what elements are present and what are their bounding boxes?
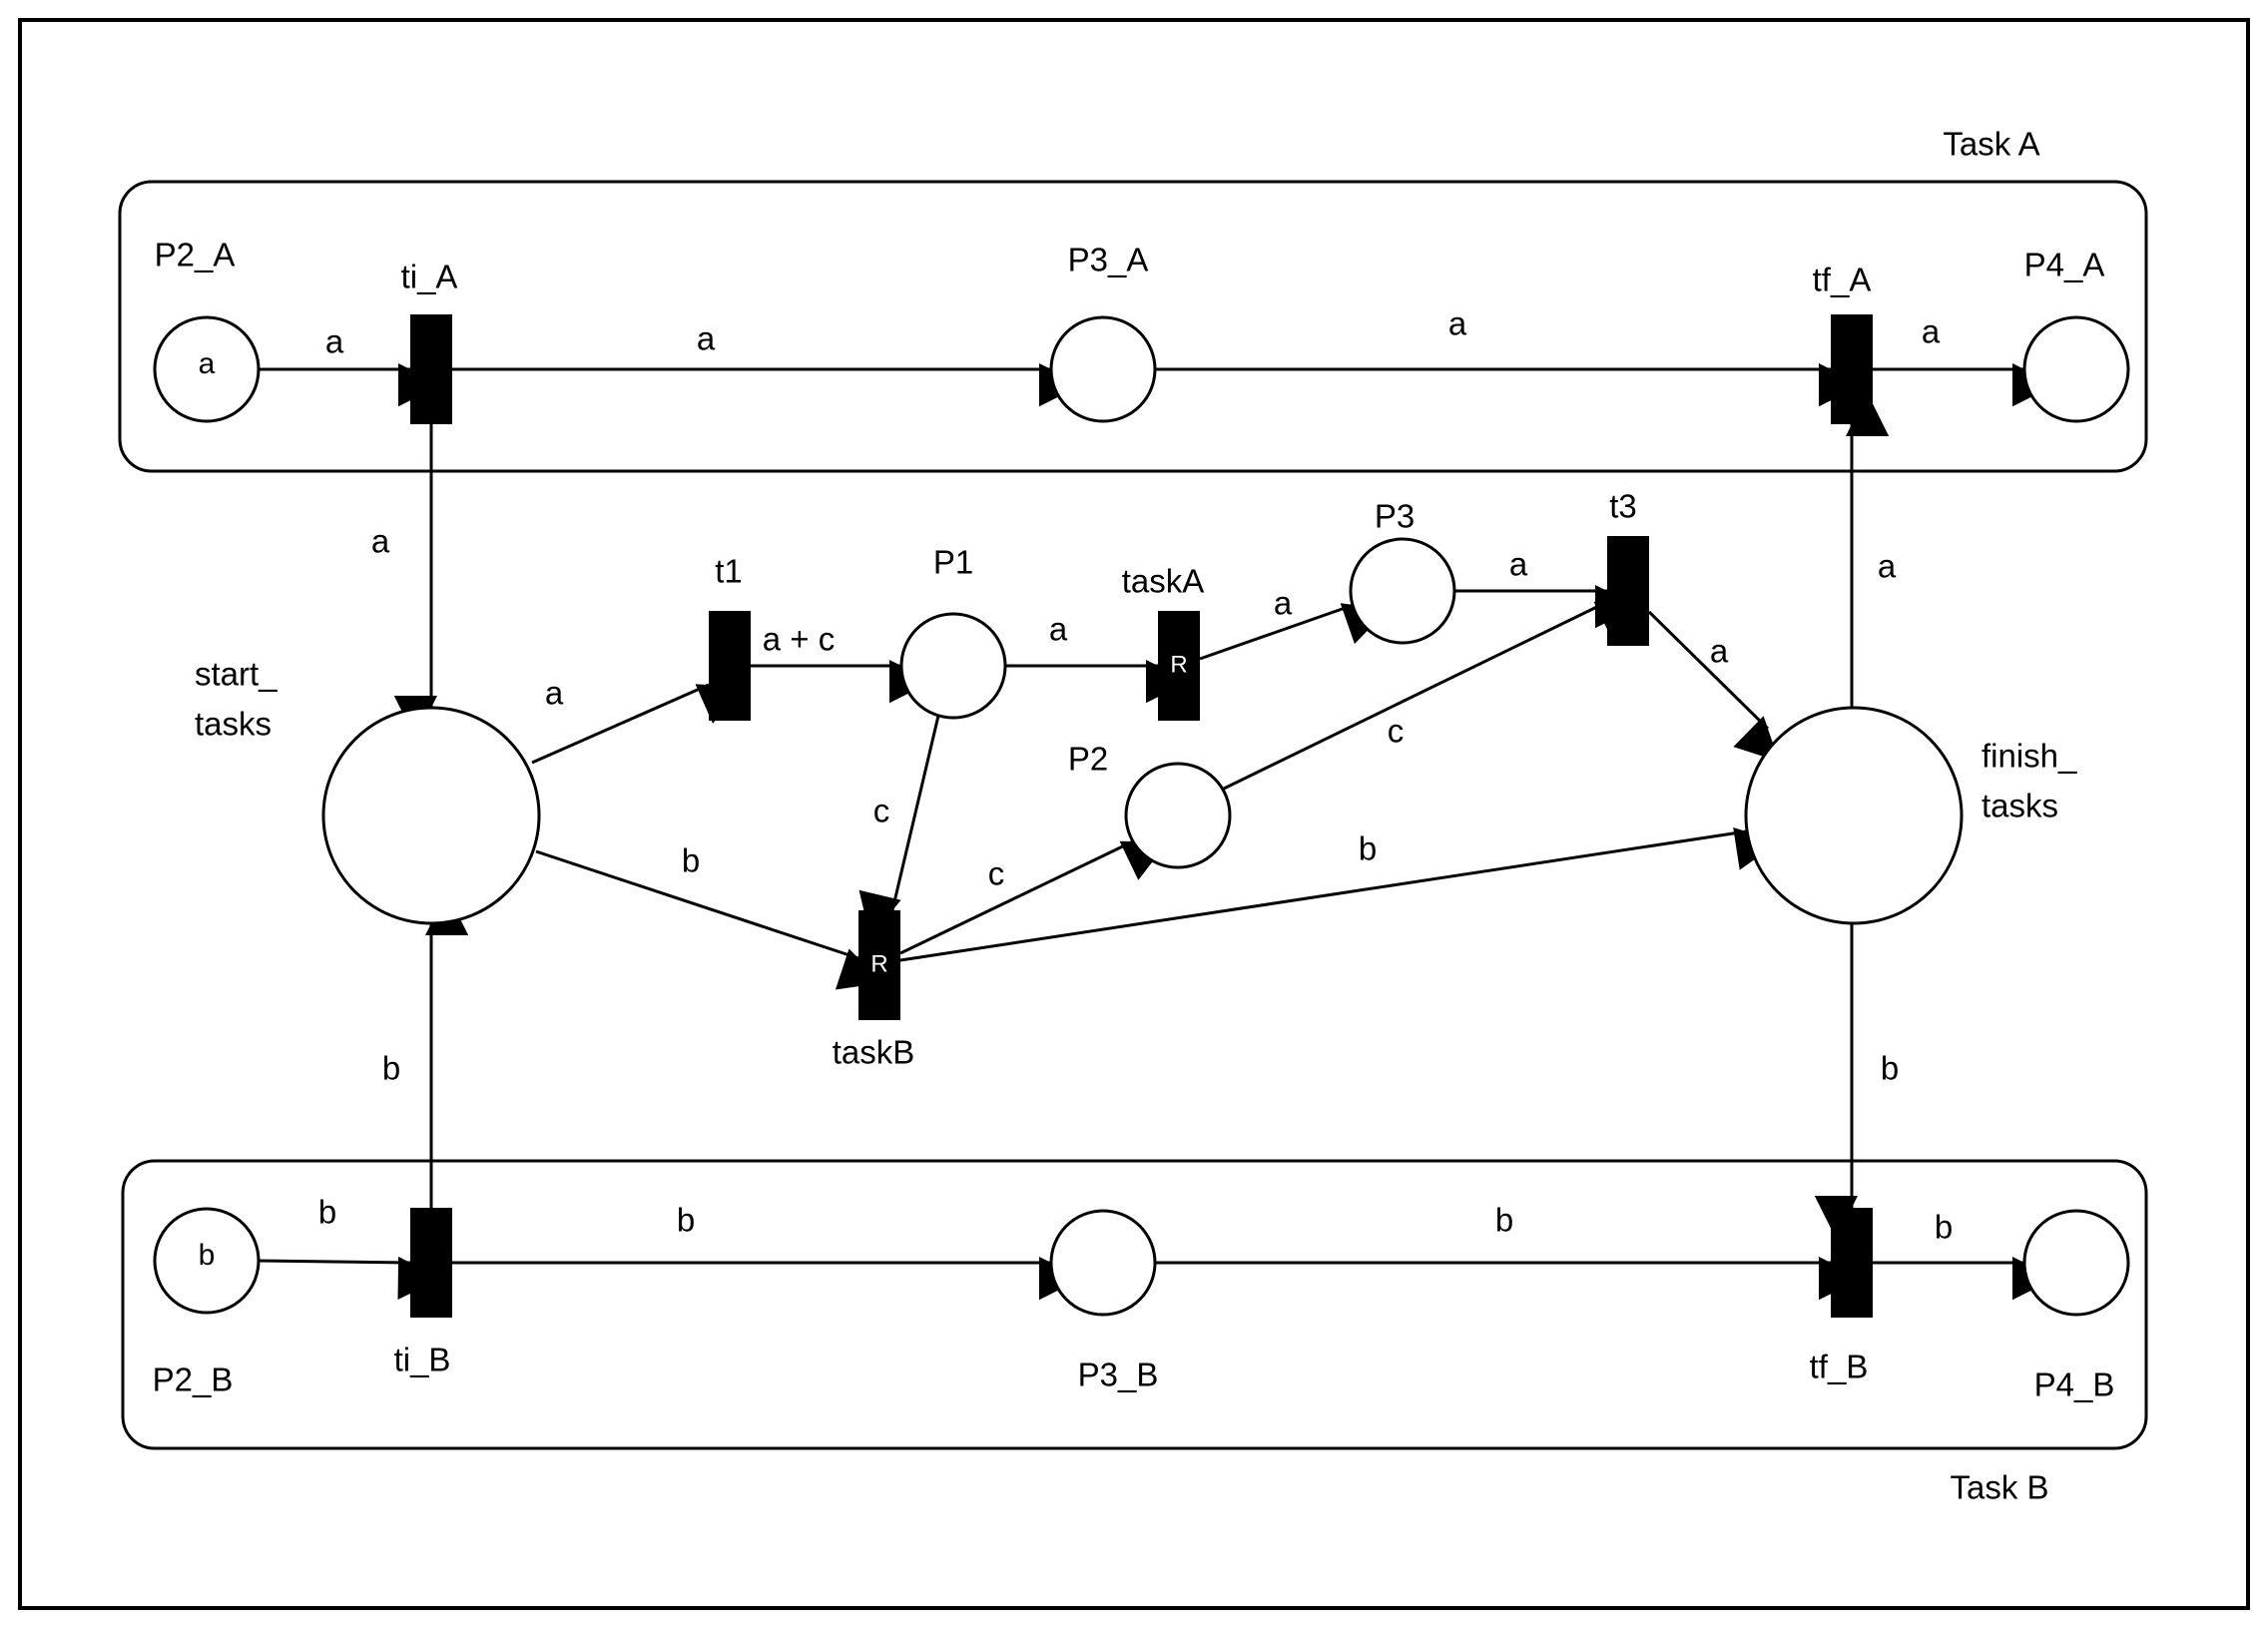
place-label-P3_B: P3_B: [1078, 1357, 1159, 1393]
arc-label-finish-to-tf_B: b: [1881, 1050, 1899, 1087]
place-P2_A: [153, 315, 261, 423]
arc-P2_B-to-ti_B: [258, 1256, 441, 1301]
transition-t1: [709, 611, 751, 721]
arc-label-ti_A-to-P3_A: a: [697, 320, 716, 357]
arc-label-tf_A-to-P4_A: a: [1922, 313, 1941, 350]
place-P2_B: [153, 1207, 261, 1315]
transition-ti_B: [410, 1208, 452, 1318]
arc-label-finish-to-tf_A: a: [1878, 548, 1897, 585]
place-token-P2_A: a: [199, 347, 216, 380]
transition-tf_B: [1831, 1208, 1873, 1318]
arc-P2-to-t3: [1223, 600, 1642, 791]
transition-taskA: [1158, 611, 1200, 721]
transition-label-t1: t1: [715, 553, 743, 590]
group-label-taskA: Task A: [1943, 126, 2039, 163]
place-label-start-line-1: start_: [195, 656, 278, 693]
place-P4_A: [2022, 315, 2130, 423]
place-label-P3_A: P3_A: [1068, 242, 1149, 278]
place-finish: [1744, 706, 1964, 925]
place-label-P2_A: P2_A: [155, 237, 236, 273]
arc-label-t1-to-P1: a + c: [763, 621, 835, 658]
arc-label-ti_A-to-start: a: [371, 523, 390, 560]
transition-resource-taskA: R: [1170, 651, 1187, 678]
place-label-P4_B: P4_B: [2034, 1366, 2115, 1403]
group-box-taskB: [121, 1159, 2148, 1450]
place-P1: [899, 612, 1007, 720]
arc-taskA-to-P3: [1199, 603, 1389, 661]
arc-label-P3_B-to-tf_B: b: [1495, 1202, 1513, 1239]
arc-label-P2_A-to-ti_A: a: [325, 323, 344, 360]
place-label-finish-line-2: tasks: [1982, 788, 2058, 824]
arc-label-P2_B-to-ti_B: b: [318, 1194, 336, 1231]
place-label-P2_B: P2_B: [153, 1362, 234, 1398]
transition-label-tf_A: tf_A: [1813, 262, 1872, 298]
place-label-P2: P2: [1068, 741, 1108, 778]
place-label-P1: P1: [933, 544, 973, 581]
place-label-start-line-2: tasks: [195, 706, 272, 743]
transition-taskB: [858, 910, 900, 1020]
group-box-taskA: [118, 180, 2148, 473]
arc-label-taskB-to-P2: c: [988, 855, 1005, 892]
transition-label-taskB: taskB: [833, 1034, 915, 1071]
transition-resource-taskB: R: [870, 950, 887, 977]
transition-tf_A: [1831, 314, 1873, 424]
place-P2: [1124, 762, 1232, 869]
place-start: [321, 706, 541, 925]
transition-label-tf_B: tf_B: [1810, 1349, 1869, 1385]
transition-label-ti_B: ti_B: [394, 1342, 451, 1378]
arc-label-taskB-to-finish: b: [1359, 830, 1377, 867]
arc-label-ti_B-to-P3_B: b: [677, 1202, 695, 1239]
group-label-taskB: Task B: [1950, 1469, 2048, 1506]
transition-ti_A: [410, 314, 452, 424]
arc-label-t3-to-finish: a: [1710, 633, 1729, 670]
place-P3: [1349, 537, 1456, 645]
arc-start-to-taskB: [535, 849, 883, 990]
arc-label-start-to-t1: a: [545, 675, 564, 712]
transition-t3: [1607, 536, 1649, 646]
place-P3_B: [1049, 1209, 1157, 1317]
place-label-P4_A: P4_A: [2024, 247, 2105, 283]
arc-label-taskA-to-P3: a: [1274, 585, 1293, 622]
place-P4_B: [2022, 1209, 2130, 1317]
arc-label-P1-to-taskA: a: [1049, 611, 1068, 648]
place-token-P2_B: b: [199, 1239, 216, 1272]
arc-label-P1-to-taskB: c: [873, 793, 890, 829]
arc-taskB-to-P2: [899, 839, 1168, 955]
arc-label-P3_A-to-tf_A: a: [1448, 305, 1467, 342]
arc-start-to-t1: [531, 683, 744, 765]
outer-frame: [18, 18, 2250, 1610]
arc-label-P3-to-t3: a: [1509, 546, 1528, 583]
transition-label-t3: t3: [1609, 488, 1637, 525]
transition-label-taskA: taskA: [1122, 563, 1205, 600]
arc-taskB-to-finish: [899, 826, 1780, 962]
arc-t3-to-finish: [1647, 610, 1780, 762]
arc-P1-to-taskB: [858, 715, 940, 937]
arc-label-tf_B-to-P4_B: b: [1935, 1209, 1953, 1246]
transition-label-ti_A: ti_A: [401, 259, 458, 295]
place-label-P3: P3: [1375, 498, 1415, 535]
place-P3_A: [1049, 315, 1157, 423]
arc-label-P2-to-t3: c: [1388, 713, 1405, 750]
arc-label-ti_B-to-start: b: [382, 1050, 400, 1087]
place-label-finish-line-1: finish_: [1982, 738, 2077, 775]
arc-label-start-to-taskB: b: [682, 842, 700, 879]
